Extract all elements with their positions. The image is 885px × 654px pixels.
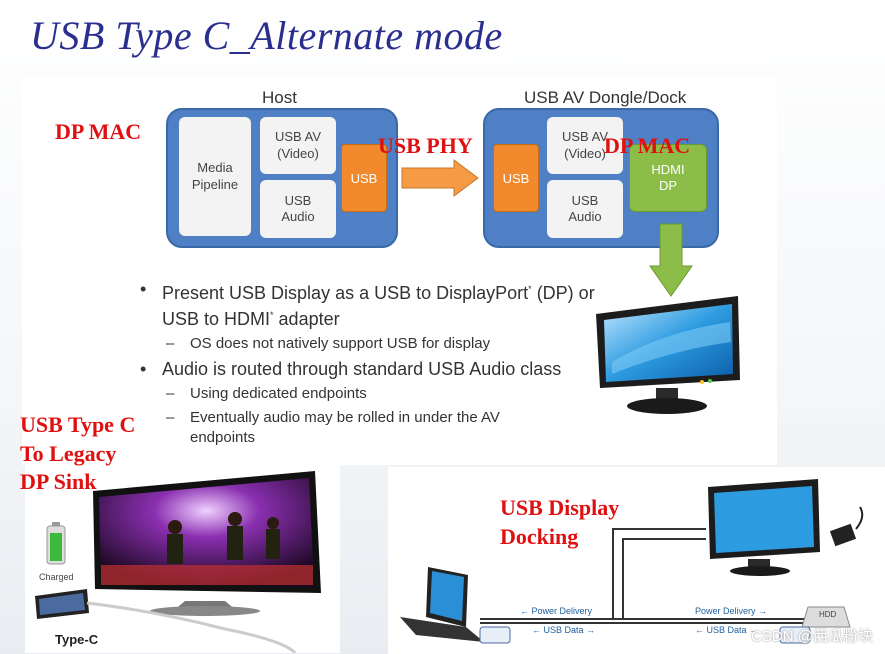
dock-usb-block: USB	[493, 144, 539, 212]
usb-av-video-cell: USB AV(Video)	[260, 117, 336, 174]
dock-usb-av-video-cell: USB AV(Video)	[547, 117, 623, 174]
bullet-2-sub-1: Using dedicated endpoints	[166, 384, 598, 404]
watermark: CSDN @西瓜粉块	[751, 628, 873, 645]
concert-monitor-image	[35, 471, 321, 653]
dock-title: USB AV Dongle/Dock	[524, 88, 687, 107]
legacy-photo-panel: Charged Type-C	[25, 461, 340, 653]
right-arrow-icon	[401, 159, 479, 197]
charged-label: Charged	[39, 572, 74, 582]
host-usb-block: USB	[341, 144, 387, 212]
bullet-1: Present USB Display as a USB to DisplayP…	[138, 278, 598, 330]
host-title: Host	[262, 88, 297, 107]
power-delivery-right-label: Power Delivery →	[695, 606, 768, 616]
type-c-label: Type-C	[55, 632, 99, 647]
power-delivery-left-label: ← Power Delivery	[520, 606, 593, 616]
bullet-1-sub: OS does not natively support USB for dis…	[166, 334, 598, 354]
bullet-2: Audio is routed through standard USB Aud…	[138, 358, 592, 380]
docking-panel: ← Power Delivery ← USB Data → Power Deli…	[388, 467, 885, 654]
down-arrow-icon	[649, 223, 693, 297]
docking-diagram	[400, 479, 864, 644]
dp-mac-left-label: DP MAC	[55, 119, 142, 144]
monitor-icon	[596, 296, 740, 414]
bullet-list: Present USB Display as a USB to DisplayP…	[138, 278, 598, 452]
usb-data-left-label: ← USB Data →	[532, 625, 596, 635]
dp-mac-right-label: DP MAC	[604, 133, 691, 158]
usb-data-right-label: ← USB Data →	[695, 625, 759, 635]
bullet-2-sub-2: Eventually audio may be rolled in under …	[166, 408, 560, 448]
usb-phy-label: USB PHY	[378, 133, 473, 158]
slide-title: USB Type C_Alternate mode	[30, 13, 503, 58]
hdd-label: HDD	[819, 610, 837, 619]
